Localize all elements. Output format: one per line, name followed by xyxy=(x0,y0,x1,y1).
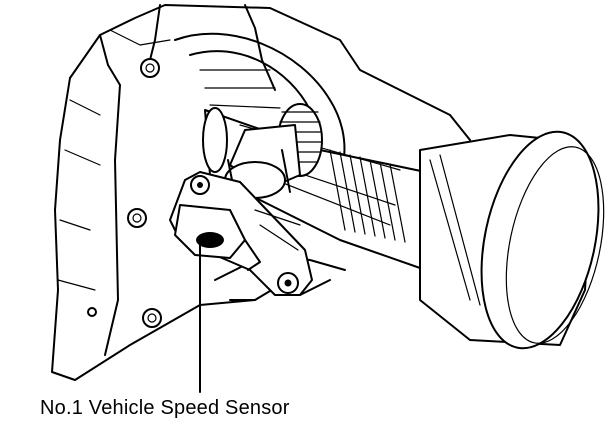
housing-bolts xyxy=(87,58,162,328)
component-label: No.1 Vehicle Speed Sensor xyxy=(40,397,290,419)
extension-housing xyxy=(419,130,605,350)
speed-sensor-assembly xyxy=(169,124,313,296)
